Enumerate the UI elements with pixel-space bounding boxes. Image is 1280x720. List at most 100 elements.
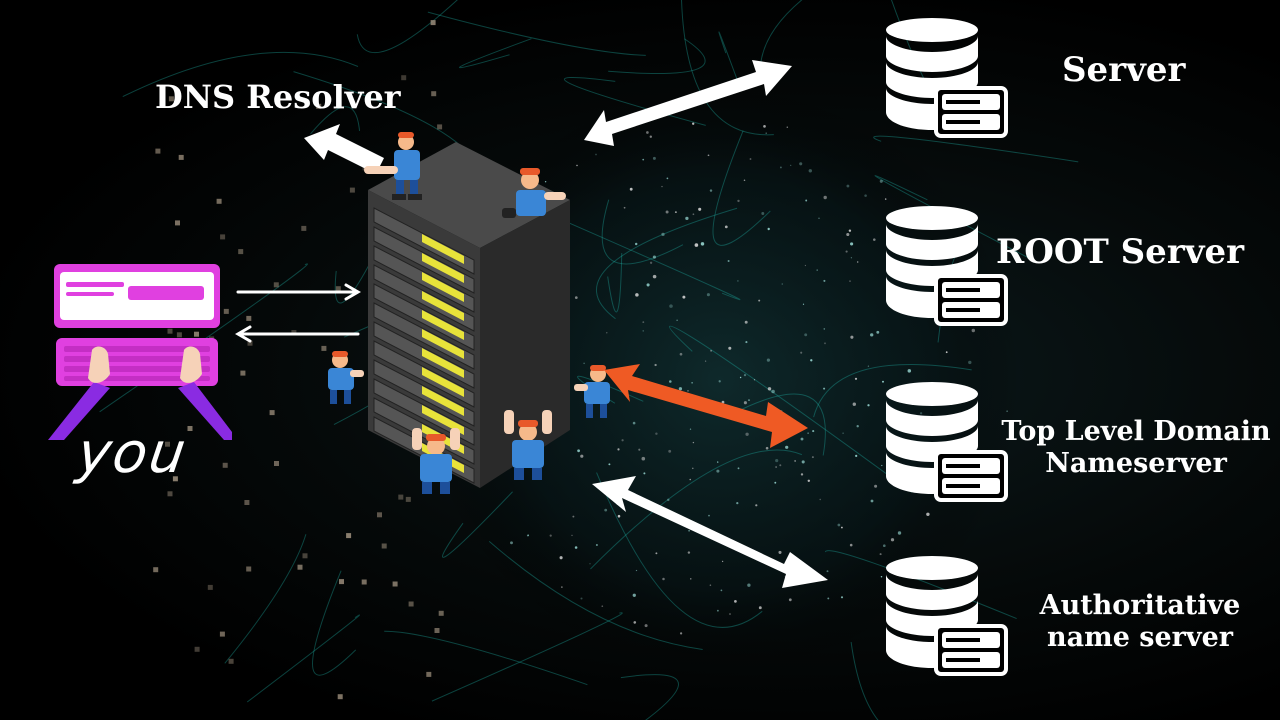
globe-particle xyxy=(870,499,874,503)
globe-particle xyxy=(737,467,740,470)
network-streak xyxy=(596,472,763,628)
globe-particle xyxy=(709,189,713,192)
globe-particle xyxy=(864,194,867,197)
worker-figure-icon xyxy=(364,132,422,200)
globe-particle xyxy=(606,332,608,334)
globe-particle xyxy=(971,328,976,333)
globe-particle xyxy=(765,446,769,450)
globe-particle xyxy=(775,459,779,463)
arrow-to-tld xyxy=(604,364,808,448)
globe-particle xyxy=(526,534,529,537)
globe-particle xyxy=(743,374,747,377)
data-packet xyxy=(178,154,184,160)
globe-particle xyxy=(823,195,827,200)
globe-particle xyxy=(679,352,683,356)
server-label: Server xyxy=(1062,50,1186,90)
globe-particle xyxy=(643,472,646,475)
data-packet xyxy=(274,461,279,466)
resolver-arrow-icon xyxy=(304,124,384,174)
globe-particle xyxy=(655,552,658,555)
tld-label-line2: Nameserver xyxy=(1045,448,1227,480)
network-streak xyxy=(759,0,803,73)
network-streak xyxy=(224,534,307,664)
globe-particle xyxy=(617,448,620,451)
globe-particle xyxy=(879,553,882,556)
data-packet xyxy=(165,441,170,447)
globe-particle xyxy=(601,605,604,608)
globe-particle xyxy=(689,428,692,430)
globe-particle xyxy=(812,430,815,433)
network-streak xyxy=(601,199,684,265)
globe-particle xyxy=(907,369,912,373)
globe-particle xyxy=(779,464,782,467)
globe-particle xyxy=(845,250,848,253)
globe-particle xyxy=(691,382,693,384)
globe-particle xyxy=(811,456,814,459)
worker-figure-icon xyxy=(574,365,610,418)
globe-particle xyxy=(788,598,792,602)
globe-particle xyxy=(882,380,884,383)
request-response-arrows xyxy=(235,283,361,343)
globe-particle xyxy=(668,449,672,453)
globe-particle xyxy=(771,389,775,394)
network-streak xyxy=(620,674,679,720)
globe-particle xyxy=(644,624,648,628)
data-packet xyxy=(405,496,411,502)
globe-particle xyxy=(665,210,669,214)
data-packet xyxy=(167,328,173,334)
network-streak xyxy=(596,207,738,320)
globe-particle xyxy=(802,303,805,305)
network-streak xyxy=(384,630,588,686)
globe-particle xyxy=(919,412,923,415)
globe-particle xyxy=(510,541,513,545)
globe-particle xyxy=(846,232,850,237)
globe-particle xyxy=(576,164,578,167)
globe-particle xyxy=(842,432,844,434)
globe-particle xyxy=(646,131,649,134)
data-packet xyxy=(302,553,308,559)
globe-particle xyxy=(700,242,705,246)
data-packet xyxy=(438,610,444,616)
globe-particle xyxy=(709,584,712,586)
globe-particle xyxy=(826,570,829,573)
data-packet xyxy=(216,198,222,204)
globe-particle xyxy=(549,534,552,537)
data-packet xyxy=(247,340,253,346)
database-icon xyxy=(886,206,1008,326)
globe-particle xyxy=(884,198,887,200)
globe-particle xyxy=(682,295,686,299)
globe-particle xyxy=(779,166,782,169)
globe-particle xyxy=(728,346,732,350)
globe-particle xyxy=(661,185,663,188)
globe-particle xyxy=(724,225,728,229)
auth-label-line1: Authoritative xyxy=(1039,590,1241,621)
globe-particle xyxy=(748,399,750,401)
globe-particle xyxy=(689,478,691,481)
globe-particle xyxy=(855,454,858,458)
globe-particle xyxy=(766,358,771,362)
network-streak xyxy=(246,614,360,703)
data-packet xyxy=(426,671,432,677)
network-streak xyxy=(824,550,1017,620)
data-packet xyxy=(392,581,398,587)
rack-light xyxy=(422,329,464,359)
data-packet xyxy=(321,345,327,351)
globe-particle xyxy=(800,473,804,476)
globe-particle xyxy=(527,534,529,536)
rack-light xyxy=(422,405,464,435)
globe-particle xyxy=(716,469,720,473)
data-packet xyxy=(335,286,341,292)
data-packet xyxy=(246,566,252,572)
data-packet xyxy=(228,658,234,664)
globe-particle xyxy=(669,304,673,308)
globe-particle xyxy=(652,255,656,259)
globe-particle xyxy=(850,335,854,339)
globe-particle xyxy=(635,569,638,572)
globe-particle xyxy=(710,349,712,352)
globe-particle xyxy=(632,593,636,597)
globe-particle xyxy=(794,460,796,462)
globe-particle xyxy=(688,529,690,532)
data-packet xyxy=(273,282,279,288)
globe-particle xyxy=(778,550,782,554)
